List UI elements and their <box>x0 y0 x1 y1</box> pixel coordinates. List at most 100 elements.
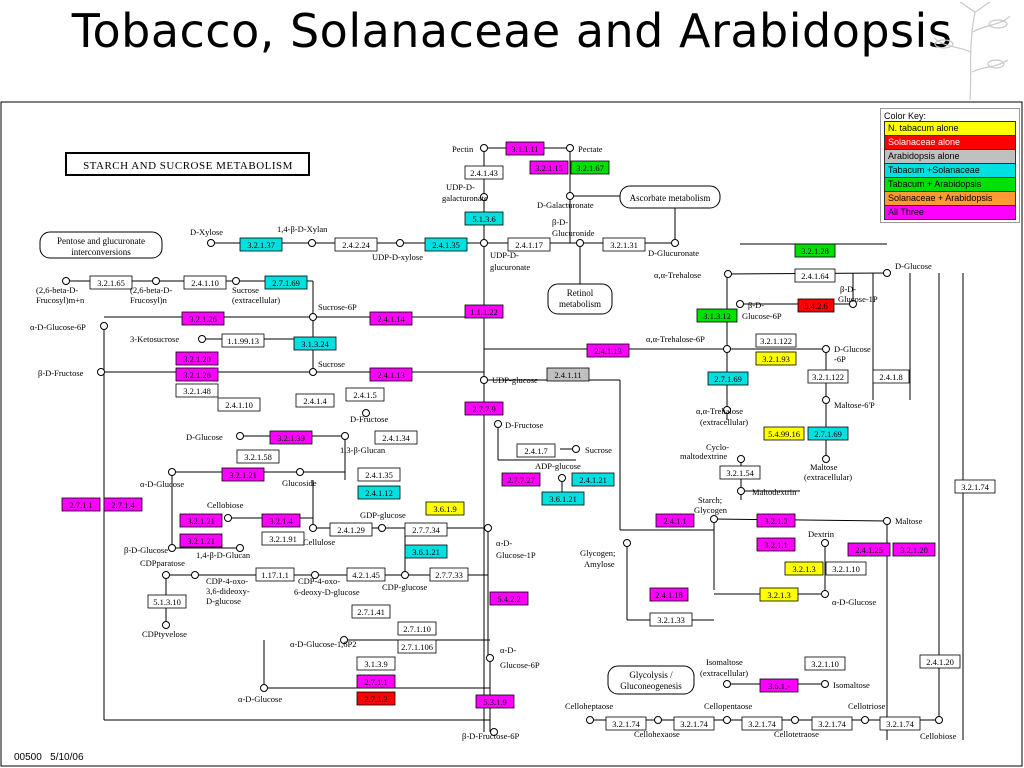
enzyme-box[interactable] <box>570 160 610 175</box>
compound-node[interactable] <box>654 716 662 724</box>
enzyme-box[interactable] <box>501 472 541 487</box>
enzyme-box[interactable] <box>759 678 799 693</box>
enzyme-box[interactable] <box>605 716 647 731</box>
enzyme-box[interactable] <box>784 561 824 576</box>
compound-node[interactable] <box>576 239 584 247</box>
compound-node[interactable] <box>162 571 170 579</box>
enzyme-box[interactable] <box>103 497 143 512</box>
compound-node[interactable] <box>883 269 891 277</box>
enzyme-box[interactable] <box>397 639 437 654</box>
enzyme-box[interactable] <box>295 393 335 408</box>
compound-node[interactable] <box>710 515 718 523</box>
compound-node[interactable] <box>152 277 160 285</box>
compound-node[interactable] <box>737 455 745 463</box>
enzyme-box[interactable] <box>147 594 187 609</box>
compound-node[interactable] <box>821 680 829 688</box>
compound-node[interactable] <box>490 728 498 736</box>
enzyme-box[interactable] <box>183 275 227 290</box>
compound-node[interactable] <box>494 420 502 428</box>
compound-node[interactable] <box>821 539 829 547</box>
enzyme-box[interactable] <box>571 472 615 487</box>
enzyme-box[interactable] <box>404 544 448 559</box>
enzyme-box[interactable] <box>293 336 337 351</box>
enzyme-box[interactable] <box>261 513 301 528</box>
compound-node[interactable] <box>480 193 488 201</box>
compound-node[interactable] <box>396 239 404 247</box>
enzyme-box[interactable] <box>919 654 961 669</box>
enzyme-box[interactable] <box>429 567 469 582</box>
compound-node[interactable] <box>723 716 731 724</box>
enzyme-box[interactable] <box>755 351 797 366</box>
enzyme-box[interactable] <box>404 522 448 537</box>
enzyme-box[interactable] <box>217 397 261 412</box>
enzyme-box[interactable] <box>179 533 223 548</box>
compound-node[interactable] <box>822 455 830 463</box>
enzyme-box[interactable] <box>369 311 413 326</box>
enzyme-box[interactable] <box>759 587 799 602</box>
enzyme-box[interactable] <box>804 656 846 671</box>
compound-node[interactable] <box>558 474 566 482</box>
enzyme-box[interactable] <box>356 656 396 671</box>
linked-map-box[interactable] <box>547 283 613 315</box>
enzyme-box[interactable] <box>329 522 373 537</box>
compound-node[interactable] <box>309 368 317 376</box>
enzyme-box[interactable] <box>269 430 313 445</box>
enzyme-box[interactable] <box>546 367 590 382</box>
enzyme-box[interactable] <box>794 268 836 283</box>
enzyme-box[interactable] <box>794 243 836 258</box>
enzyme-box[interactable] <box>696 308 738 323</box>
enzyme-box[interactable] <box>825 561 867 576</box>
enzyme-box[interactable] <box>741 716 783 731</box>
enzyme-box[interactable] <box>356 674 396 689</box>
enzyme-box[interactable] <box>892 542 936 557</box>
enzyme-box[interactable] <box>464 165 504 180</box>
compound-node[interactable] <box>362 409 370 417</box>
compound-node[interactable] <box>861 716 869 724</box>
enzyme-box[interactable] <box>529 160 569 175</box>
enzyme-box[interactable] <box>345 387 385 402</box>
compound-node[interactable] <box>822 396 830 404</box>
enzyme-box[interactable] <box>236 449 280 464</box>
enzyme-box[interactable] <box>255 567 295 582</box>
linked-map-box[interactable] <box>619 185 721 209</box>
compound-node[interactable] <box>224 514 232 522</box>
enzyme-box[interactable] <box>397 621 437 636</box>
enzyme-box[interactable] <box>516 443 556 458</box>
compound-node[interactable] <box>309 313 317 321</box>
compound-node[interactable] <box>480 376 488 384</box>
enzyme-box[interactable] <box>464 401 504 416</box>
enzyme-box[interactable] <box>505 141 545 156</box>
enzyme-box[interactable] <box>649 587 689 602</box>
compound-node[interactable] <box>296 468 304 476</box>
enzyme-box[interactable] <box>221 467 265 482</box>
compound-node[interactable] <box>311 571 319 579</box>
compound-node[interactable] <box>566 192 574 200</box>
enzyme-box[interactable] <box>673 716 715 731</box>
enzyme-box[interactable] <box>756 513 796 528</box>
linked-map-box[interactable] <box>39 231 163 259</box>
compound-node[interactable] <box>340 636 348 644</box>
compound-node[interactable] <box>724 270 732 278</box>
enzyme-box[interactable] <box>879 716 921 731</box>
enzyme-box[interactable] <box>264 275 308 290</box>
enzyme-box[interactable] <box>61 497 101 512</box>
enzyme-box[interactable] <box>179 513 223 528</box>
compound-node[interactable] <box>191 571 199 579</box>
enzyme-box[interactable] <box>807 426 849 441</box>
compound-node[interactable] <box>378 524 386 532</box>
enzyme-box[interactable] <box>175 367 219 382</box>
compound-node[interactable] <box>566 144 574 152</box>
compound-node[interactable] <box>100 322 108 330</box>
enzyme-box[interactable] <box>586 343 630 358</box>
enzyme-box[interactable] <box>756 537 796 552</box>
enzyme-box[interactable] <box>89 275 133 290</box>
compound-node[interactable] <box>62 277 70 285</box>
enzyme-box[interactable] <box>847 542 891 557</box>
enzyme-box[interactable] <box>954 479 996 494</box>
compound-node[interactable] <box>207 239 215 247</box>
enzyme-box[interactable] <box>719 465 761 480</box>
enzyme-box[interactable] <box>489 591 529 606</box>
compound-node[interactable] <box>309 524 317 532</box>
compound-node[interactable] <box>723 680 731 688</box>
enzyme-box[interactable] <box>507 237 551 252</box>
